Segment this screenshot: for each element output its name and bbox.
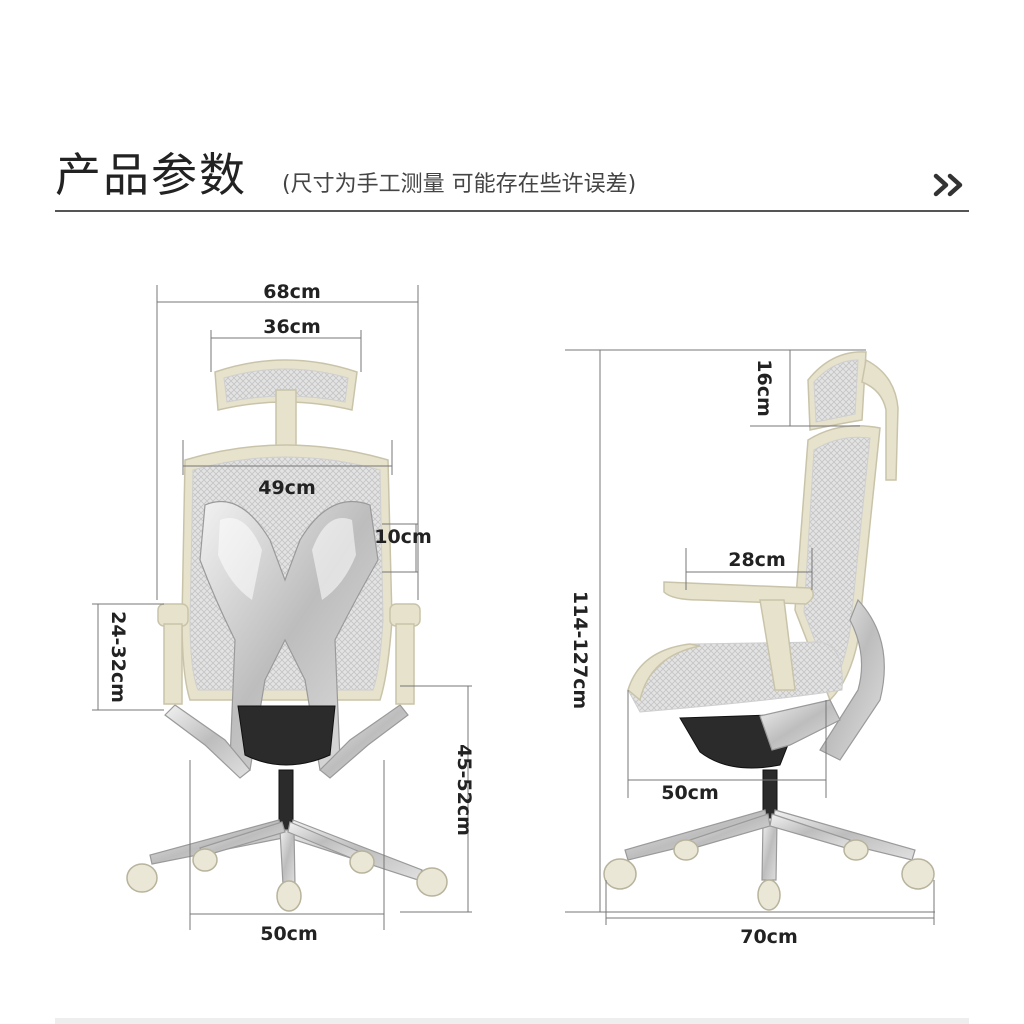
gas-cylinder (278, 769, 294, 831)
dim-label-armrest-depth: 28cm (728, 549, 786, 571)
dim-label-seat-depth: 50cm (661, 782, 719, 804)
dim-label-headrest-width: 36cm (263, 316, 321, 338)
right-armrest-post (395, 623, 415, 705)
dim-line-seat-depth (627, 690, 827, 798)
side-base-leg-front (761, 821, 778, 881)
dim-label-total-height: 114-127cm (569, 591, 591, 709)
caster (901, 858, 935, 890)
front-view-chair (126, 359, 448, 912)
caster (349, 850, 375, 874)
dim-label-headrest-height: 16cm (753, 359, 775, 417)
side-back-support (819, 598, 885, 761)
dim-line-backrest-width (182, 440, 393, 475)
page-title: 产品参数 (55, 148, 247, 202)
dim-line-armrest-height (92, 603, 164, 711)
side-base-leg-right (771, 809, 916, 861)
base-leg-front (279, 829, 296, 886)
right-armrest-pad (389, 603, 421, 627)
footer-divider (55, 1018, 969, 1024)
caster (416, 867, 448, 897)
dim-line-headrest-width (210, 330, 362, 372)
dim-line-seat-height (400, 685, 472, 913)
caster (126, 863, 158, 893)
caster (276, 880, 302, 912)
side-dimensions: 114-127cm 16cm 28cm 50cm 70cm (565, 349, 935, 948)
dim-line-base-depth (605, 880, 935, 925)
left-armrest-post (163, 623, 183, 705)
side-gas-cylinder (762, 769, 778, 819)
page-subtitle: (尺寸为手工测量 可能存在些许误差) (282, 172, 637, 197)
dim-label-lumbar-height: 10cm (374, 526, 432, 548)
caster (757, 879, 781, 911)
dim-label-base-depth: 70cm (740, 926, 798, 948)
left-armrest-pad (157, 603, 189, 627)
caster (673, 839, 699, 861)
header: 产品参数 (尺寸为手工测量 可能存在些许误差) (0, 0, 1024, 220)
side-view-chair (603, 351, 935, 911)
caster (843, 839, 869, 861)
dim-label-overall-width: 68cm (263, 281, 321, 303)
side-armrest-pad (663, 581, 814, 605)
double-chevron-right-icon[interactable] (930, 170, 970, 200)
caster (192, 848, 218, 872)
dim-label-seat-height: 45-52cm (453, 744, 475, 836)
dim-line-base-width (189, 760, 385, 930)
side-armrest-post (759, 599, 796, 691)
dim-label-armrest-height: 24-32cm (107, 611, 129, 703)
front-dimensions: 68cm 36cm 49cm 10cm 24-32cm 45-52cm 50cm (92, 281, 475, 945)
seat-mechanism (237, 705, 336, 766)
dim-line-lumbar-height (382, 523, 418, 573)
dim-line-armrest-depth (685, 548, 813, 590)
headrest-mesh (223, 368, 349, 403)
dim-label-backrest-width: 49cm (258, 477, 316, 499)
dim-label-base-width: 50cm (260, 923, 318, 945)
caster (603, 858, 637, 890)
dim-line-total-height (565, 349, 935, 913)
dim-line-overall-width (156, 285, 419, 600)
dim-line-headrest-height (750, 349, 860, 427)
header-divider (55, 210, 969, 212)
